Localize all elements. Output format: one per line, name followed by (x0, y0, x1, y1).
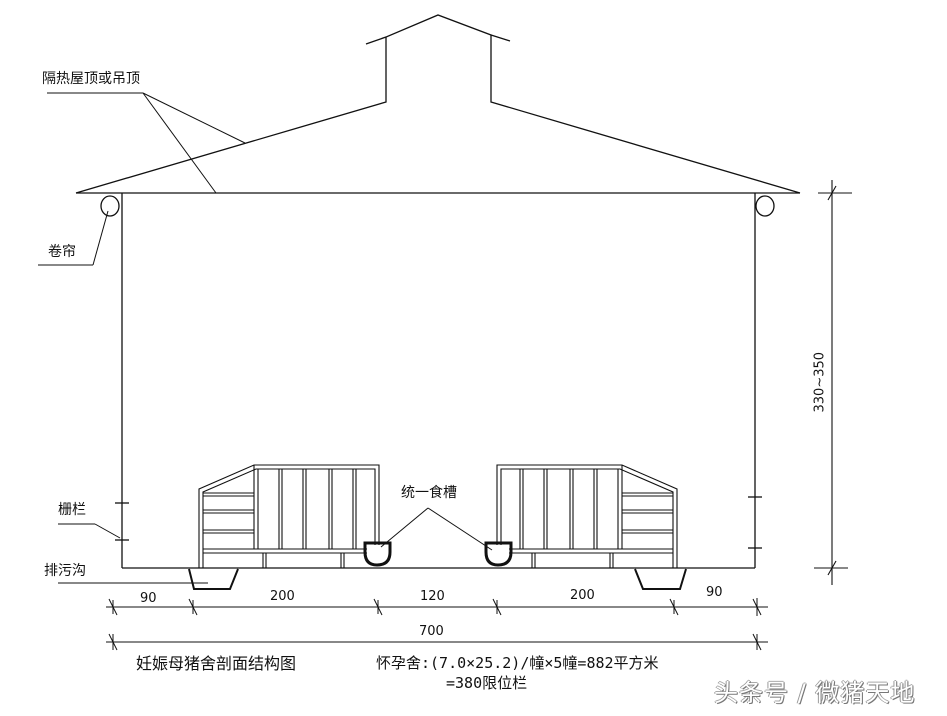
right-pen (496, 464, 678, 568)
roof (75, 14, 801, 194)
dim-90-right: 90 (706, 585, 723, 600)
drawing-title: 妊娠母猪舍剖面结构图 (136, 654, 297, 673)
curtain-roll-left (100, 195, 120, 217)
dim-90-left: 90 (140, 591, 157, 606)
dim-120: 120 (420, 589, 445, 604)
label-fence: 栅栏 (58, 502, 86, 518)
watermark: 头条号 / 微猪天地 (714, 679, 916, 707)
dim-200-right: 200 (570, 588, 595, 603)
leader-lines (38, 92, 493, 584)
curtain-roll-right (755, 195, 775, 217)
dim-height: 330~350 (812, 351, 828, 413)
left-pen (198, 464, 380, 568)
formula-line-2: =380限位栏 (446, 674, 528, 692)
walls (115, 193, 762, 569)
trough-right (484, 541, 513, 567)
dimension-line-total (106, 633, 768, 651)
formula-line-1: 怀孕舍:(7.0×25.2)/幢×5幢=882平方米 (376, 654, 659, 672)
drains (188, 568, 687, 590)
dim-total: 700 (419, 624, 444, 639)
label-trough: 统一食槽 (401, 485, 457, 501)
trough-left (363, 541, 392, 567)
dim-200-left: 200 (270, 589, 295, 604)
label-curtain: 卷帘 (48, 244, 76, 260)
dimension-line-parts (106, 598, 768, 616)
label-roof: 隔热屋顶或吊顶 (42, 71, 140, 87)
label-drain: 排污沟 (44, 563, 86, 579)
dimension-line-height (814, 180, 852, 585)
